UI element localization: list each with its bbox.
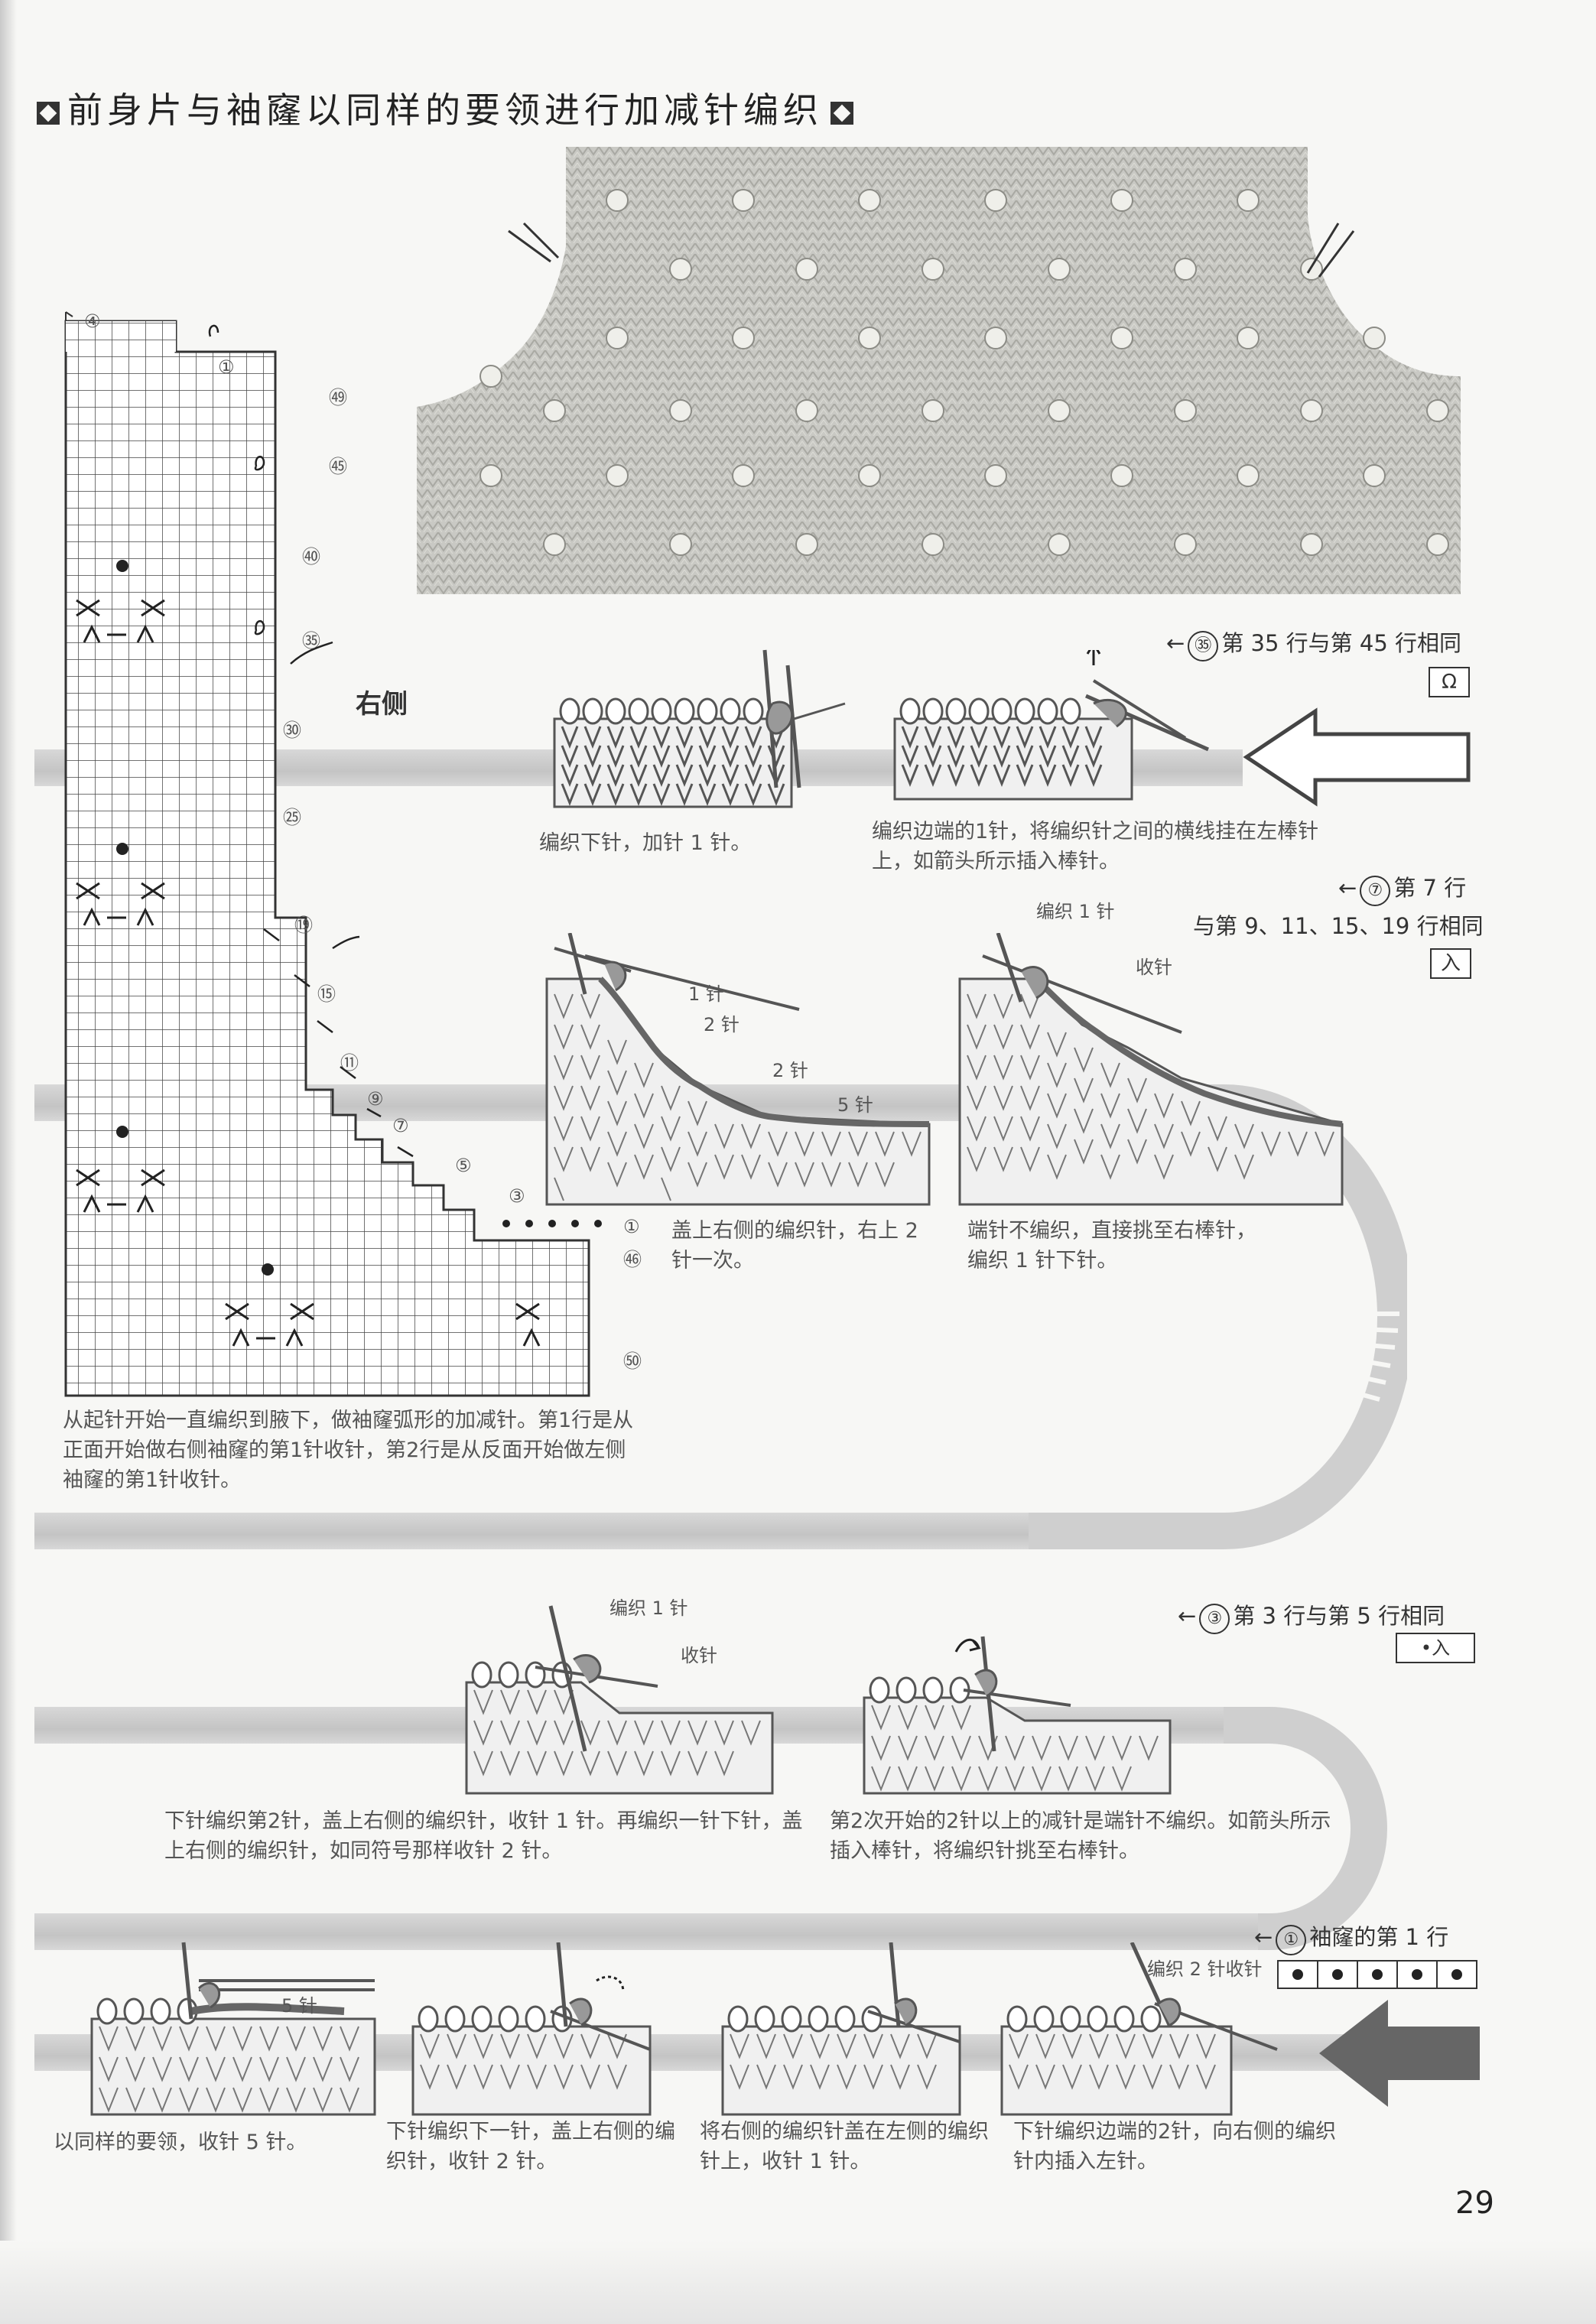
chart-row-label: ⑮ (317, 983, 336, 1005)
caption-row7-2: 端针不编织，直接挑至右棒针，编织 1 针下针。 (967, 1219, 1256, 1273)
right-side-label: 右侧 (356, 689, 408, 720)
caption-row1-4: 下针编织边端的2针，向右侧的编织针内插入左针。 (1013, 2120, 1337, 2173)
chart-row-label: ㉟ (302, 630, 320, 652)
diamond-bullet-icon (37, 102, 60, 125)
label-2-stitch: 2 针 (772, 1060, 808, 1081)
label-bind-off: 收针 (1136, 957, 1172, 978)
page-gutter-shadow (0, 0, 17, 2324)
page-bottom-shade (0, 2241, 1596, 2324)
curved-band-connector-2 (1224, 1707, 1387, 1950)
knit-illustration-increase-1 (553, 649, 846, 808)
chart-row-label: ⑪ (340, 1052, 359, 1074)
symbol-label: Ω (1442, 671, 1457, 694)
knit-illustration-row1-3 (411, 1942, 652, 2116)
knit-illustration-row1-1 (1000, 1942, 1278, 2116)
symbol-row35: Ω (1429, 667, 1470, 697)
page-title: 前身片与袖窿以同样的要领进行加减针编织 (29, 83, 861, 133)
knit-illustration-decrease-2 (958, 933, 1344, 1206)
knitting-chart (64, 311, 602, 1397)
note-text: 第 3 行与第 5 行相同 (1233, 1603, 1445, 1629)
label-knit-1: 编织 1 针 (1036, 901, 1115, 922)
caption-row35-1: 编织下针，加针 1 针。 (539, 831, 752, 855)
knit-illustration-bindoff-2 (863, 1636, 1172, 1795)
caption-row3-1: 下针编织第2针，盖上右侧的编织针，收针 1 针。再编织一针下针，盖上右侧的编织针… (164, 1809, 803, 1863)
arrow-left-icon: ← (1338, 875, 1357, 901)
caption-row35-2: 编织边端的1针，将编织针之间的横线挂在左棒针上，如箭头所示插入棒针。 (872, 820, 1319, 873)
knit-illustration-row1-2 (721, 1942, 961, 2116)
arrow-left-icon: ← (1166, 630, 1185, 656)
chart-row-label: ㊿ (623, 1351, 642, 1372)
label-bind-off: 收针 (681, 1645, 717, 1666)
label-knit-1: 编织 1 针 (609, 1598, 688, 1619)
label-2-stitch: 2 针 (704, 1014, 739, 1035)
knitted-fabric-photo (417, 147, 1461, 594)
symbol-row7: 入 (1430, 948, 1471, 979)
symbol-label: •入 (1420, 1637, 1451, 1659)
diamond-bullet-icon (831, 102, 853, 125)
section-band-row1 (34, 1913, 1258, 1950)
knit-illustration-bindoff-1 (465, 1605, 774, 1795)
row-number-badge: ③ (1199, 1604, 1230, 1634)
section-band-row1-lower (34, 1513, 1029, 1549)
arrow-left-icon: ← (1178, 1603, 1197, 1629)
arrow-left-icon: ← (1254, 1924, 1273, 1950)
chart-row-label: ㊵ (302, 546, 320, 567)
symbol-row3: •入 (1396, 1633, 1475, 1663)
direction-arrow-left-icon (1243, 707, 1471, 807)
intro-text: 从起针开始一直编织到腋下，做袖窿弧形的加减针。第1行是从正面开始做右侧袖窿的第1… (63, 1409, 634, 1492)
label-5-stitch: 5 针 (837, 1094, 873, 1116)
chart-row-label: ⑨ (367, 1088, 384, 1110)
chart-row-label: ③ (509, 1185, 525, 1207)
chart-row-label: ⑦ (392, 1115, 409, 1136)
caption-row1-3: 将右侧的编织针盖在左侧的编织针上，收针 1 针。 (700, 2120, 989, 2173)
direction-arrow-left-dark-icon (1319, 2000, 1480, 2107)
caption-row7-1: 盖上右侧的编织针，右上 2 针一次。 (671, 1219, 918, 1273)
caption-row1-1: 以同样的要领，收针 5 针。 (54, 2131, 307, 2154)
chart-row-label: ㉕ (283, 807, 301, 828)
page-number: 29 (1455, 2186, 1494, 2221)
knit-illustration-row1-4 (90, 1942, 376, 2116)
chart-row-label: ㊻ (623, 1249, 642, 1270)
chart-row-label: ④ (84, 310, 101, 332)
symbol-label: 入 (1440, 952, 1461, 975)
label-knit-2-bindoff: 编织 2 针收针 (1147, 1958, 1263, 1980)
chart-row-label: ① (623, 1216, 640, 1237)
caption-row3-2: 第2次开始的2针以上的减针是端针不编织。如箭头所示插入棒针，将编织针挑至右棒针。 (830, 1809, 1331, 1863)
chart-row-label: ① (218, 356, 235, 378)
row-number-badge: ⑦ (1360, 876, 1391, 906)
note-row7-same: 与第 9、11、15、19 行相同 (1193, 913, 1484, 939)
label-5-stitch: 5 针 (281, 1995, 317, 2017)
chart-row-label: ㊾ (329, 387, 347, 408)
note-text: 第 35 行与第 45 行相同 (1221, 630, 1461, 656)
note-text: 袖窿的第 1 行 (1309, 1924, 1449, 1950)
chart-row-label: ㉚ (283, 720, 301, 741)
knit-illustration-increase-2 (893, 650, 1210, 801)
row-number-badge: ① (1276, 1925, 1307, 1955)
knit-illustration-decrease-1 (545, 933, 931, 1206)
label-1-stitch: 1 针 (688, 983, 724, 1005)
chart-row-label: ⑤ (455, 1155, 472, 1176)
title-text: 前身片与袖窿以同样的要领进行加减针编织 (67, 89, 823, 131)
symbol-row1-bindoff-dots (1277, 1960, 1477, 1989)
chart-row-label: ㊺ (329, 456, 347, 477)
row-number-badge: ㉟ (1188, 631, 1219, 661)
caption-row1-2: 下针编织下一针，盖上右侧的编织针，收针 2 针。 (386, 2120, 675, 2173)
note-text: 第 7 行 (1393, 875, 1467, 901)
chart-row-label: ⑲ (294, 915, 313, 936)
